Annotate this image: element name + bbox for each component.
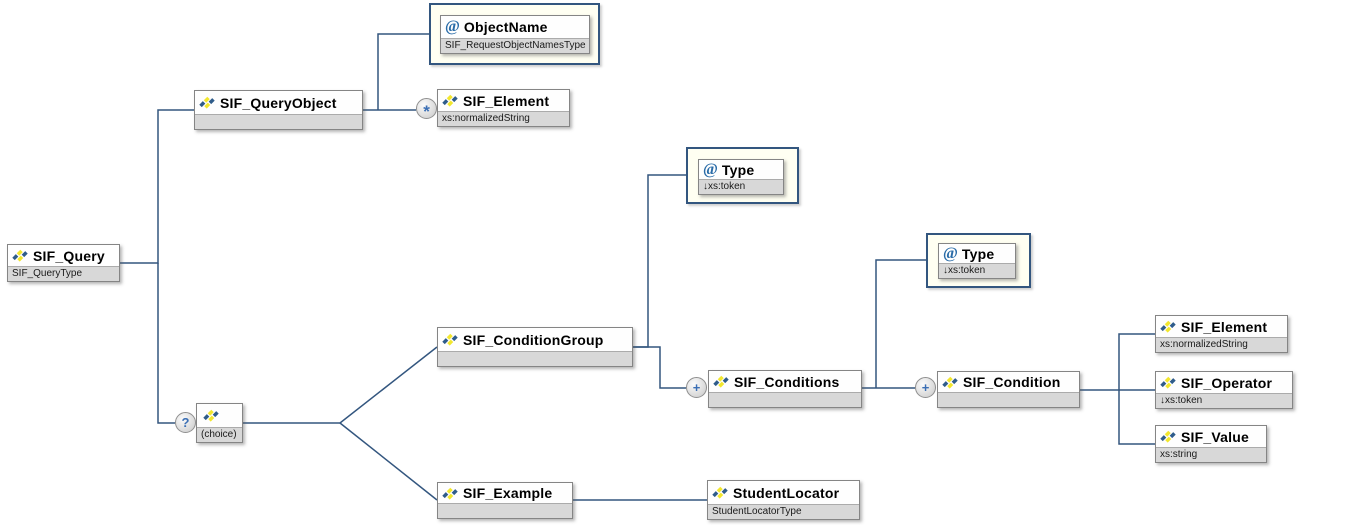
- node-sif-query-object[interactable]: SIF_QueryObject: [194, 90, 363, 130]
- node-sif-operator[interactable]: SIF_Operator ↓xs:token: [1155, 371, 1293, 409]
- element-icon: [442, 94, 458, 107]
- occurrence-one-or-more-badge: +: [915, 377, 936, 398]
- node-label: SIF_Condition: [963, 374, 1061, 390]
- node-label: SIF_Operator: [1181, 374, 1273, 391]
- element-icon: [1160, 430, 1176, 443]
- attribute-container-type-conditions: @ Type ↓xs:token: [926, 233, 1031, 288]
- node-type: [438, 503, 572, 518]
- node-label: SIF_Element: [463, 92, 550, 109]
- node-label: (choice): [197, 427, 242, 442]
- node-type: StudentLocatorType: [708, 504, 859, 519]
- node-type: [195, 114, 362, 129]
- node-type: [938, 392, 1079, 407]
- node-label: Type: [721, 161, 755, 178]
- node-label: ObjectName: [463, 19, 548, 35]
- node-label: SIF_ConditionGroup: [463, 331, 604, 348]
- node-label: SIF_Query: [33, 247, 105, 264]
- node-type: [438, 351, 632, 366]
- node-label: SIF_QueryObject: [220, 94, 337, 111]
- node-label: SIF_Value: [1181, 428, 1249, 445]
- node-type: xs:normalizedString: [438, 111, 569, 126]
- occurrence-zero-or-more-badge: *: [416, 98, 437, 121]
- node-label: SIF_Example: [463, 485, 553, 501]
- node-type: xs:normalizedString: [1156, 337, 1287, 352]
- element-icon: [1160, 320, 1176, 333]
- element-icon: [12, 249, 28, 262]
- node-type: ↓xs:token: [1156, 393, 1292, 408]
- element-icon: [203, 409, 219, 422]
- node-sif-element-condition[interactable]: SIF_Element xs:normalizedString: [1155, 315, 1288, 353]
- node-type-condition-group[interactable]: @ Type ↓xs:token: [698, 159, 784, 195]
- node-type: ↓xs:token: [699, 179, 783, 194]
- attribute-icon: @: [703, 160, 718, 178]
- element-icon: [442, 333, 458, 346]
- node-label: SIF_Element: [1181, 318, 1268, 335]
- node-type: xs:string: [1156, 447, 1266, 462]
- node-type: SIF_RequestObjectNamesType: [441, 38, 589, 53]
- attribute-icon: @: [943, 244, 958, 262]
- node-type: ↓xs:token: [939, 263, 1015, 278]
- node-sif-condition[interactable]: SIF_Condition: [937, 371, 1080, 408]
- occurrence-optional-badge: ?: [175, 412, 196, 433]
- node-sif-element-query-object[interactable]: SIF_Element xs:normalizedString: [437, 89, 570, 127]
- attribute-icon: @: [445, 18, 460, 35]
- attribute-container-type-condition-group: @ Type ↓xs:token: [686, 147, 799, 204]
- node-label: StudentLocator: [733, 484, 840, 501]
- node-student-locator[interactable]: StudentLocator StudentLocatorType: [707, 480, 860, 520]
- node-type: [709, 392, 861, 407]
- node-type-conditions[interactable]: @ Type ↓xs:token: [938, 243, 1016, 279]
- node-object-name[interactable]: @ ObjectName SIF_RequestObjectNamesType: [440, 15, 590, 54]
- node-sif-condition-group[interactable]: SIF_ConditionGroup: [437, 327, 633, 367]
- node-label: SIF_Conditions: [734, 373, 840, 390]
- node-sif-query[interactable]: SIF_Query SIF_QueryType: [7, 244, 120, 282]
- attribute-container-object-name: @ ObjectName SIF_RequestObjectNamesType: [429, 3, 600, 65]
- node-label: Type: [961, 245, 995, 262]
- node-choice-compositor[interactable]: (choice): [196, 403, 243, 443]
- node-type: SIF_QueryType: [8, 266, 119, 281]
- node-sif-value[interactable]: SIF_Value xs:string: [1155, 425, 1267, 463]
- node-sif-conditions[interactable]: SIF_Conditions: [708, 370, 862, 408]
- element-icon: [712, 486, 728, 499]
- element-icon: [942, 376, 958, 389]
- element-icon: [199, 96, 215, 109]
- element-icon: [442, 487, 458, 500]
- element-icon: [1160, 376, 1176, 389]
- node-sif-example[interactable]: SIF_Example: [437, 482, 573, 519]
- occurrence-one-or-more-badge: +: [686, 377, 707, 398]
- element-icon: [713, 375, 729, 388]
